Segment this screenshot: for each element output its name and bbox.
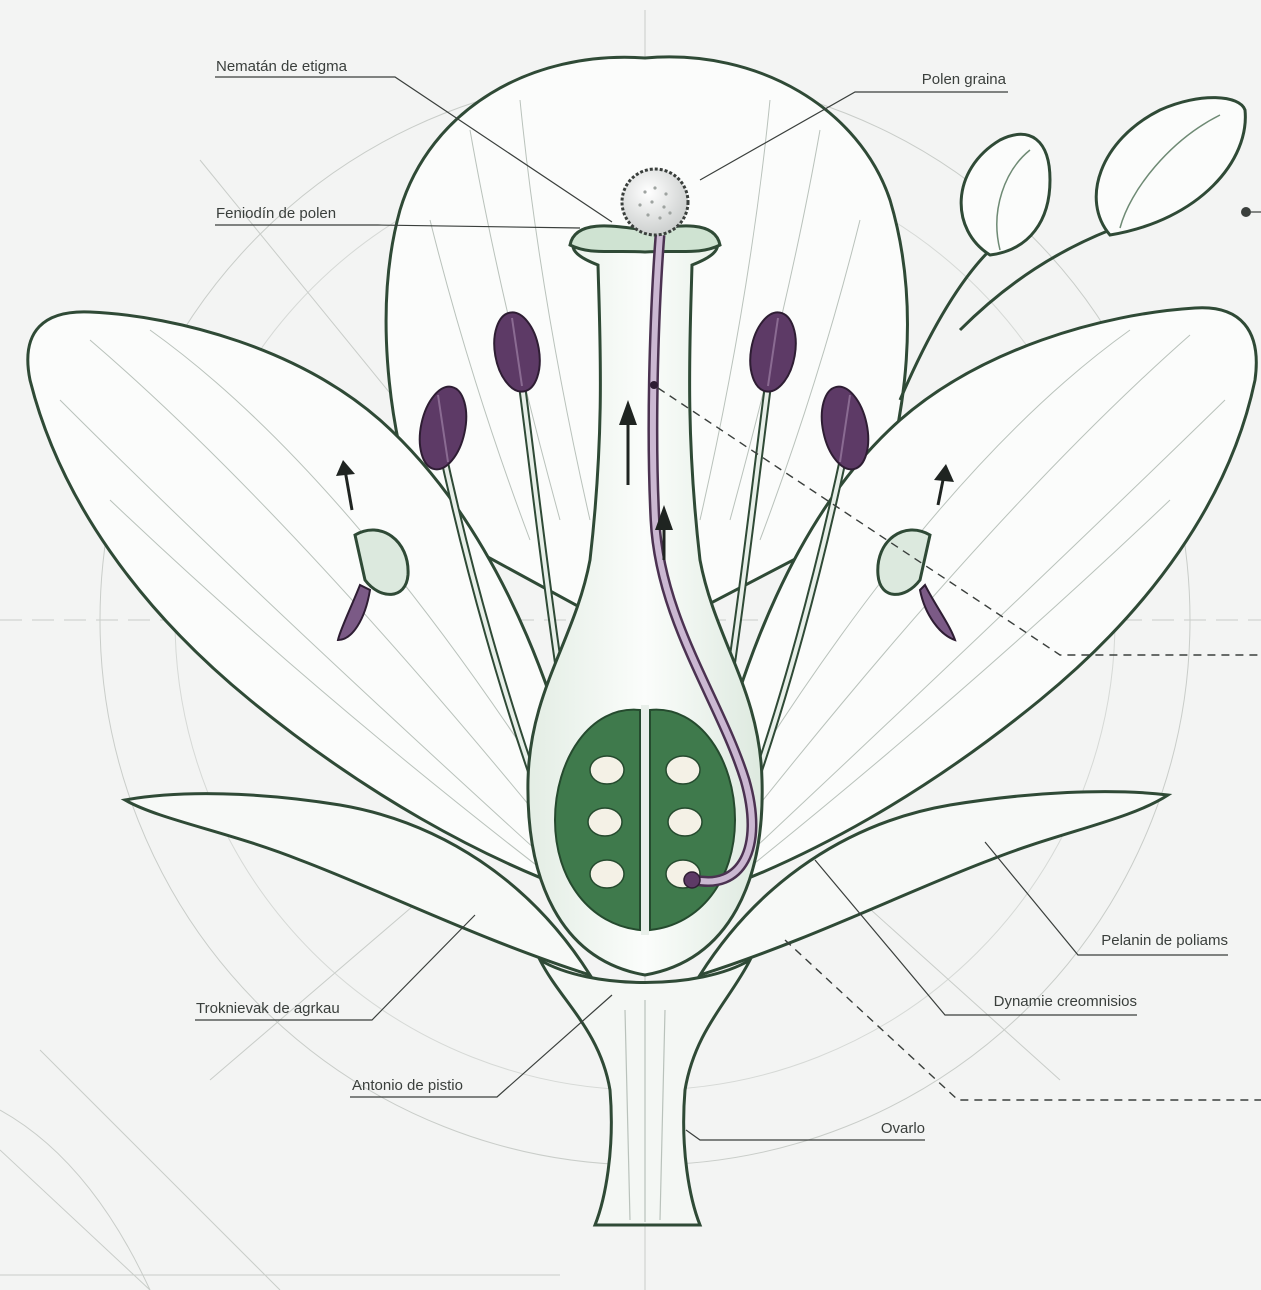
label-pollen-fenioatin: Feniodín de polen	[216, 205, 336, 222]
label-pistil: Antonio de pistio	[352, 1077, 463, 1094]
stem	[540, 960, 750, 1225]
pollen-grain	[622, 169, 688, 235]
label-stigma: Nematán de etigma	[216, 58, 348, 75]
label-troknievak: Troknievak de agrkau	[196, 1000, 340, 1017]
label-ovary: Ovarlo	[881, 1120, 925, 1137]
label-pollen-grain: Polen graina	[922, 71, 1007, 88]
bud-marker-dot	[1241, 207, 1251, 217]
label-pollen-polanin: Pelanin de poliams	[1101, 932, 1228, 949]
label-dynamic-creomntsios: Dynamie creomnisios	[994, 993, 1137, 1010]
